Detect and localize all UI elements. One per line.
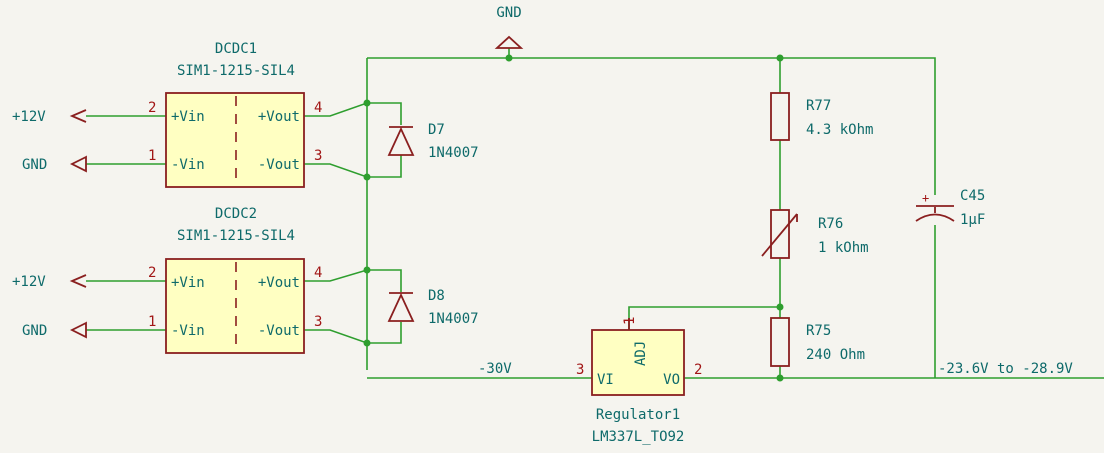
dcdc1-ref: DCDC1 (215, 41, 257, 57)
resistor-r77: R77 4.3 kOhm (770, 92, 873, 141)
junction-dot (363, 339, 371, 347)
c45-polarity-plus: + (922, 191, 929, 205)
regulator1-body (591, 329, 685, 396)
junction-dot (363, 266, 371, 274)
regulator-pin-vi: VI (597, 372, 614, 388)
dcdc1-pin-vout-pos: +Vout (258, 109, 300, 125)
input-flags: +12V GND +12V GND (12, 109, 87, 339)
junction-dot (505, 54, 513, 62)
p12v-label-1: +12V (12, 109, 46, 125)
regulator-pinnum-1: 1 (622, 317, 638, 325)
regulator-pin-vo: VO (663, 372, 680, 388)
junction-dot (363, 99, 371, 107)
regulator-value: LM337L_TO92 (592, 429, 685, 445)
r75-value: 240 Ohm (806, 347, 865, 363)
c45-value: 1µF (960, 212, 985, 228)
regulator1: VI VO ADJ 3 2 1 Regulator1 LM337L_TO92 (576, 317, 702, 445)
junction-dot (776, 54, 784, 62)
r77-ref: R77 (806, 98, 831, 114)
diode-d8: D8 1N4007 (387, 288, 479, 327)
dcdc2-pinnum-2: 2 (148, 265, 156, 281)
dcdc1-pin-vin-neg: -Vin (171, 157, 205, 173)
c45-ref: C45 (960, 188, 985, 204)
r76-value: 1 kOhm (818, 240, 869, 256)
dcdc1-pinnum-1: 1 (148, 148, 156, 164)
junction-dot (776, 374, 784, 382)
dcdc1-pinnum-4: 4 (314, 100, 322, 116)
d7-value: 1N4007 (428, 145, 479, 161)
dcdc2-pin-vout-neg: -Vout (258, 323, 300, 339)
gnd-label-2: GND (22, 323, 47, 339)
gnd-top-symbol: GND (494, 5, 524, 49)
dcdc1: DCDC1 SIM1-1215-SIL4 +Vin -Vin +Vout -Vo… (148, 41, 322, 188)
r77-value: 4.3 kOhm (806, 122, 873, 138)
junction-dot (776, 303, 784, 311)
dcdc1-pin-vin-pos: +Vin (171, 109, 205, 125)
d8-ref: D8 (428, 288, 445, 304)
dcdc2-pin-vin-pos: +Vin (171, 275, 205, 291)
dcdc2-body (165, 258, 305, 354)
r76-ref: R76 (818, 216, 843, 232)
regulator-ref: Regulator1 (596, 407, 680, 423)
r75-ref: R75 (806, 323, 831, 339)
dcdc1-value: SIM1-1215-SIL4 (177, 63, 295, 79)
junctions (363, 54, 784, 382)
dcdc1-body (165, 92, 305, 188)
dcdc2-pinnum-1: 1 (148, 314, 156, 330)
regulator-pinnum-2: 2 (694, 362, 702, 378)
junction-dot (363, 173, 371, 181)
dcdc2: DCDC2 SIM1-1215-SIL4 +Vin -Vin +Vout -Vo… (148, 206, 322, 354)
d7-ref: D7 (428, 122, 445, 138)
dcdc1-pinnum-2: 2 (148, 100, 156, 116)
net-label-neg30v: -30V (478, 361, 512, 377)
dcdc2-ref: DCDC2 (215, 206, 257, 222)
d8-value: 1N4007 (428, 311, 479, 327)
dcdc2-pin-vin-neg: -Vin (171, 323, 205, 339)
diode-d7: D7 1N4007 (387, 122, 479, 161)
dcdc1-pinnum-3: 3 (314, 148, 322, 164)
capacitor-c45: + C45 1µF (915, 188, 985, 228)
dcdc2-pin-vout-pos: +Vout (258, 275, 300, 291)
dcdc2-pinnum-3: 3 (314, 314, 322, 330)
dcdc2-pinnum-4: 4 (314, 265, 322, 281)
p12v-label-2: +12V (12, 274, 46, 290)
gnd-label-1: GND (22, 157, 47, 173)
resistor-r76: R76 1 kOhm (761, 209, 869, 259)
resistor-r75: R75 240 Ohm (770, 317, 865, 367)
gnd-top-label: GND (496, 5, 521, 21)
regulator-pinnum-3: 3 (576, 362, 584, 378)
regulator-pin-adj: ADJ (633, 341, 649, 366)
net-label-output: -23.6V to -28.9V (938, 361, 1073, 377)
dcdc2-value: SIM1-1215-SIL4 (177, 228, 295, 244)
dcdc1-pin-vout-neg: -Vout (258, 157, 300, 173)
